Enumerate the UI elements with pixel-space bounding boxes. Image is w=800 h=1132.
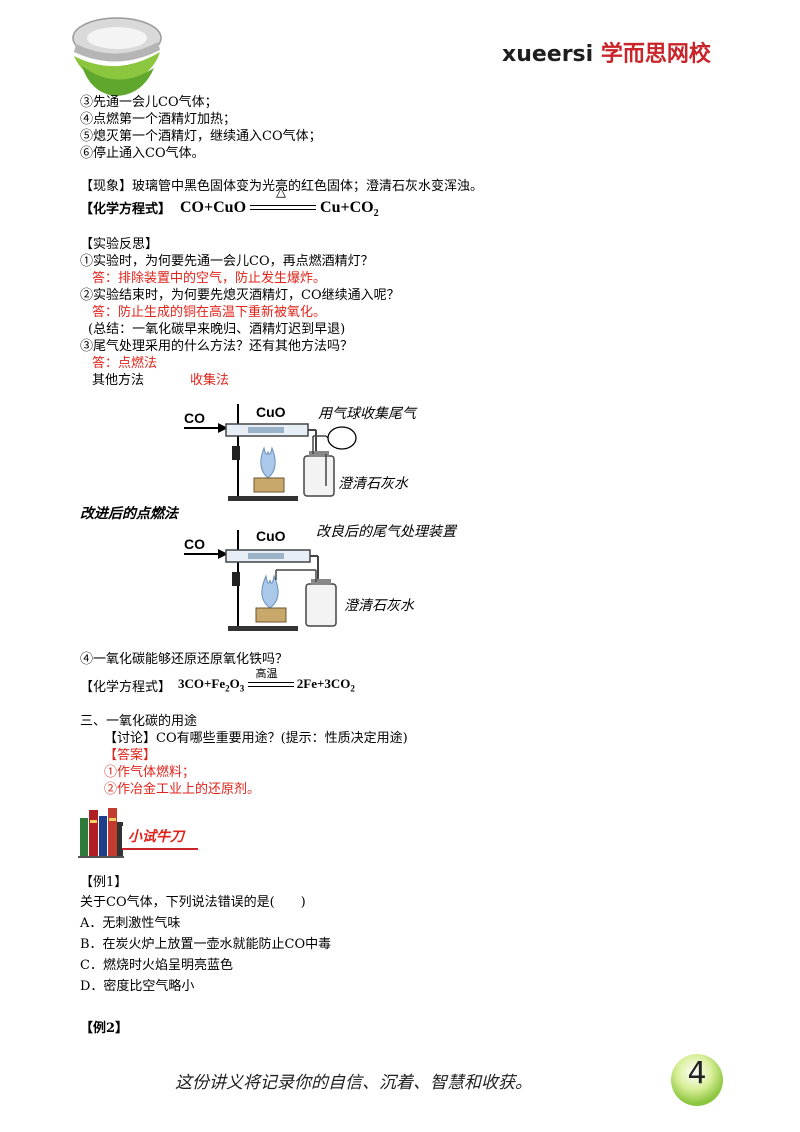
section-3-discussion: 【讨论】CO有哪些重要用途？(提示：性质决定用途): [104, 731, 408, 746]
apparatus-2-drawing: [184, 530, 337, 631]
reflection-q3: ③尾气处理采用的什么方法？还有其他方法吗？: [80, 339, 354, 354]
diagram-1-bottle-label: 澄清石灰水: [338, 476, 408, 492]
question-4: ④一氧化碳能够还原还原氧化铁吗？: [80, 652, 289, 667]
improved-method-label: 改进后的点燃法: [80, 506, 178, 522]
diagram-1-gas-label: CO: [184, 410, 205, 426]
reflection-q1: ①实验时，为何要先通一会儿CO，再点燃酒精灯？: [80, 254, 374, 269]
step-5: ⑤熄灭第一个酒精灯，继续通入CO气体；: [80, 129, 322, 144]
logo-swirl-icon: [72, 17, 162, 96]
equation-2-condition: 高温: [255, 668, 278, 681]
example-1-question: 关于CO气体，下列说法错误的是( ): [80, 895, 306, 910]
step-6: ⑥停止通入CO气体。: [80, 146, 205, 161]
section-3-answer-label: 【答案】: [104, 748, 157, 763]
diagram-1-note: 用气球收集尾气: [318, 406, 416, 422]
equation-1: CO+CuO △ Cu+CO2: [180, 184, 379, 220]
step-4: ④点燃第一个酒精灯加热；: [80, 112, 237, 127]
apparatus-diagram-2: CO CuO 改良后的尾气处理装置 澄清石灰水: [176, 520, 476, 635]
apparatus-1-drawing: [184, 404, 357, 501]
reflection-a1: 答：排除装置中的空气，防止发生爆炸。: [92, 271, 327, 286]
reflection-summary: (总结：一氧化碳早来晚归、酒精灯迟到早退): [88, 322, 346, 337]
practice-banner: 小试牛刀: [122, 826, 198, 850]
step-3: ③先通一会儿CO气体；: [80, 95, 218, 110]
reflection-title: 【实验反思】: [80, 237, 159, 252]
diagram-2-gas-label: CO: [184, 536, 205, 552]
footer-slogan: 这份讲义将记录你的自信、沉着、智慧和收获。: [175, 1073, 532, 1093]
example-1-option-b: B．在炭火炉上放置一壶水就能防止CO中毒: [80, 937, 332, 952]
page-number-badge: 4: [669, 1052, 725, 1108]
example-1-option-c: C．燃烧时火焰呈明亮蓝色: [80, 958, 233, 973]
equation-2: 3CO+Fe2O3 高温 2Fe+3CO2: [178, 668, 355, 694]
phenomenon-text: 【现象】玻璃管中黑色固体变为光亮的红色固体；澄清石灰水变浑浊。: [80, 179, 484, 194]
diagram-2-note: 改良后的尾气处理装置: [316, 524, 456, 540]
example-1-label: 【例1】: [80, 875, 128, 890]
reflection-q2: ②实验结束时，为何要先熄灭酒精灯，CO继续通入呢？: [80, 288, 400, 303]
diagram-2-oxide-label: CuO: [256, 528, 286, 544]
page-number: 4: [687, 1056, 707, 1091]
practice-title: 小试牛刀: [128, 829, 184, 845]
page-badge-icon: [671, 1054, 723, 1106]
other-method-label: 其他方法: [92, 373, 145, 388]
section-3-answer-2: ②作冶金工业上的还原剂。: [104, 782, 261, 797]
apparatus-diagram-1: CO CuO 用气球收集尾气 澄清石灰水: [176, 396, 456, 506]
section-3-answer-1: ①作气体燃料；: [104, 765, 196, 780]
equation-2-label: 【化学方程式】: [80, 680, 172, 695]
example-1-option-a: A．无刺激性气味: [80, 916, 181, 931]
section-3-title: 三、一氧化碳的用途: [80, 714, 198, 729]
books-icon: [78, 808, 124, 858]
other-method-answer: 收集法: [190, 373, 230, 388]
example-2-label: 【例2】: [80, 1021, 129, 1036]
equation-1-condition: △: [276, 184, 287, 200]
diagram-2-bottle-label: 澄清石灰水: [344, 598, 414, 614]
equation-1-label: 【化学方程式】: [80, 202, 172, 217]
brand-logo-text: xueersi 学而思网校: [502, 42, 711, 67]
reflection-a2: 答：防止生成的铜在高温下重新被氧化。: [92, 305, 327, 320]
example-1-option-d: D．密度比空气略小: [80, 979, 195, 994]
diagram-1-oxide-label: CuO: [256, 404, 286, 420]
reflection-a3: 答：点燃法: [92, 356, 158, 371]
